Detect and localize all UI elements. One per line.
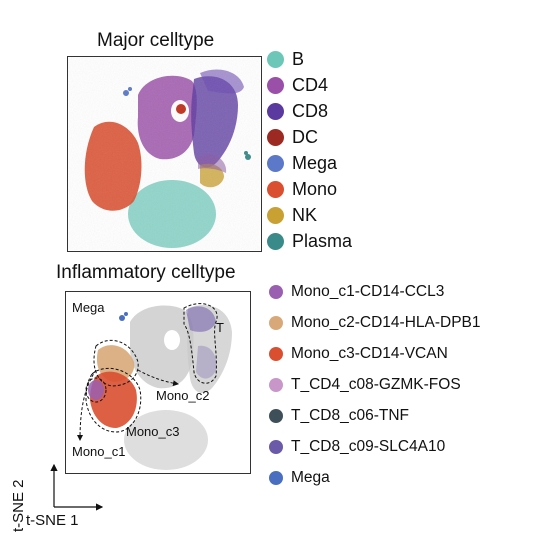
legend-label: Mono_c3-CD14-VCAN [291,345,448,362]
legend-item-b: B [267,49,304,70]
legend-item-mono-c3: Mono_c3-CD14-VCAN [269,345,448,363]
grey-cluster-b [124,410,208,470]
legend-label: T_CD8_c06-TNF [291,407,409,424]
t-cluster-highlight [186,306,216,332]
legend-swatch [267,207,284,224]
grey-cluster-gap [164,330,180,350]
legend-item-dc: DC [267,127,318,148]
top-tsne-scatter [68,57,260,250]
legend-swatch [267,77,284,94]
legend-item-t-cd4-c08: T_CD4_c08-GZMK-FOS [269,376,461,394]
legend-swatch [269,440,283,454]
legend-item-mono: Mono [267,179,337,200]
mono-c3-outline [85,367,142,433]
t-region-outline [183,303,218,384]
legend-label: T_CD8_c09-SLC4A10 [291,438,446,455]
grey-cluster-t [130,305,194,389]
mega-dot-2 [124,312,128,316]
legend-label: Mega [291,469,330,486]
legend-label: Mono [292,179,338,199]
legend-item-cd4: CD4 [267,75,328,96]
top-tsne-plot [67,56,262,252]
legend-swatch [267,51,284,68]
legend-item-nk: NK [267,205,317,226]
y-axis-label: t-SNE 2 [10,479,27,532]
annotation-mega: Mega [72,300,105,315]
legend-label: CD8 [292,101,329,121]
legend-label: B [292,49,305,69]
legend-swatch [269,378,283,392]
legend-swatch [269,285,283,299]
top-panel-title: Major celltype [97,30,215,51]
legend-swatch [267,233,284,250]
annotation-mono-c2: Mono_c2 [156,388,209,403]
legend-swatch [267,103,284,120]
legend-label: Mono_c2-CD14-HLA-DPB1 [291,314,481,331]
legend-label: Plasma [292,231,353,251]
bottom-panel-title: Inflammatory celltype [56,262,236,283]
mono-c2-outline [93,340,139,387]
legend-item-mono-c1: Mono_c1-CD14-CCL3 [269,283,444,301]
mono-c1-outline [85,377,107,403]
legend-item-plasma: Plasma [267,231,352,252]
legend-label: NK [292,205,318,225]
annotation-t: T [216,320,224,335]
x-axis-label: t-SNE 1 [26,512,79,529]
legend-swatch [267,181,284,198]
annotation-mono-c1: Mono_c1 [72,444,125,459]
legend-swatch [269,316,283,330]
arrow-mono-c2 [137,369,179,387]
legend-swatch [267,155,284,172]
legend-item-cd8: CD8 [267,101,328,122]
legend-swatch [269,347,283,361]
legend-item-mega-inflam: Mega [269,469,330,487]
legend-label: CD4 [292,75,329,95]
bottom-tsne-scatter: Mega T Mono_c2 Mono_c3 Mono_c1 [72,300,232,470]
mega-dot [119,315,125,321]
legend-item-t-cd8-c06: T_CD8_c06-TNF [269,407,409,425]
t-cluster-highlight-2 [196,345,217,379]
legend-label: Mono_c1-CD14-CCL3 [291,283,445,300]
legend-item-mega: Mega [267,153,337,174]
legend-label: T_CD4_c08-GZMK-FOS [291,376,461,393]
legend-item-mono-c2: Mono_c2-CD14-HLA-DPB1 [269,314,481,332]
arrow-mono-c1 [77,369,97,441]
annotation-mono-c3: Mono_c3 [126,424,179,439]
legend-swatch [269,409,283,423]
mono-c1-cluster [88,380,104,400]
legend-swatch [269,471,283,485]
bottom-tsne-plot: Mega T Mono_c2 Mono_c3 Mono_c1 [65,291,251,474]
legend-item-t-cd8-c09: T_CD8_c09-SLC4A10 [269,438,445,456]
legend-label: DC [292,127,318,147]
legend-swatch [267,129,284,146]
legend-label: Mega [292,153,338,173]
axis-arrows [50,463,104,511]
